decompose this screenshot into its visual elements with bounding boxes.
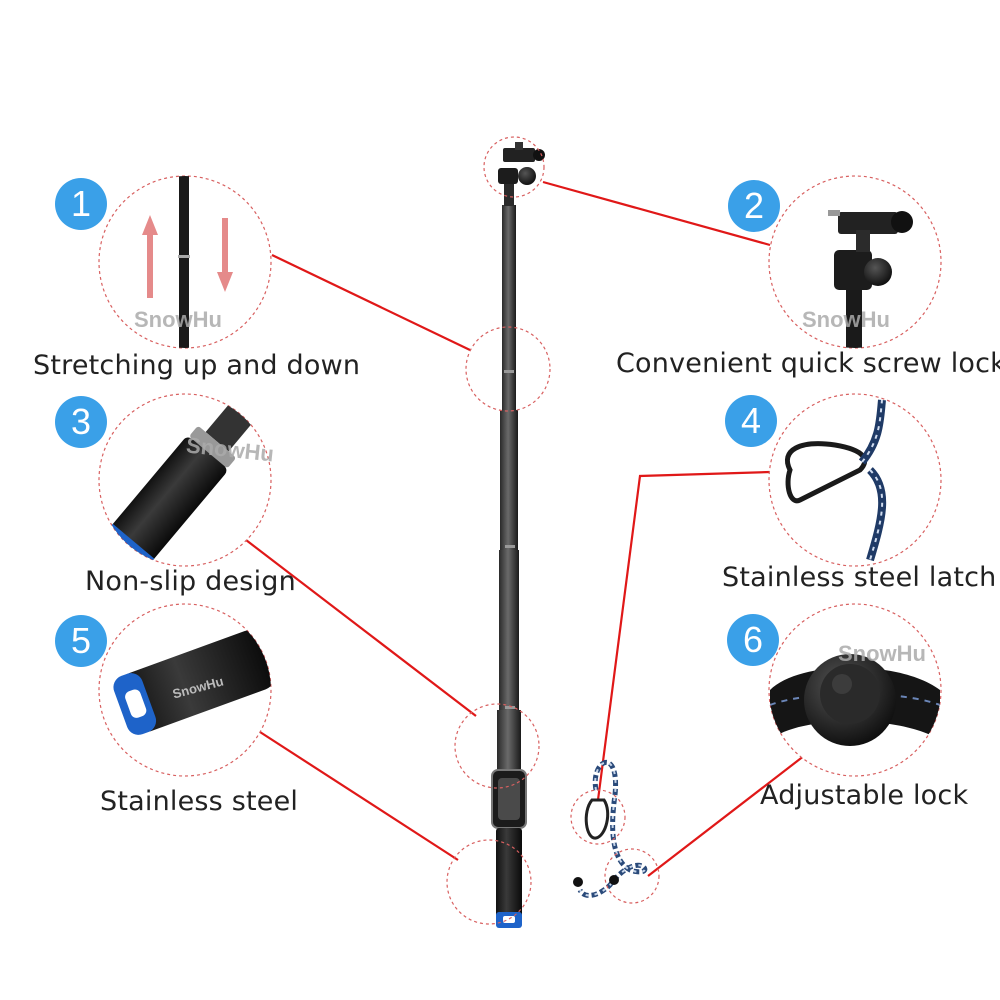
zoom-circle-5 (98, 603, 272, 777)
cord-lock-icon (769, 654, 941, 746)
zoom-circle-6 (768, 603, 942, 777)
callout-lines (245, 180, 823, 877)
feature-label-adjustable-lock: Adjustable lock (760, 780, 969, 811)
screw-mount-icon (828, 210, 913, 348)
zoom-circle-1 (98, 175, 272, 349)
end-cap-icon (113, 630, 271, 735)
feature-label-stainless-steel: Stainless steel (100, 786, 299, 817)
lanyard (573, 759, 648, 898)
zoom-circle-2 (768, 175, 942, 349)
feature-number-badge-4: 4 (725, 395, 777, 447)
feature-number-badge-1: 1 (55, 178, 107, 230)
zoom-circle-4 (768, 393, 942, 567)
highlight-circles (446, 136, 660, 925)
feature-label-stretching: Stretching up and down (33, 350, 361, 381)
feature-number-badge-6: 6 (727, 614, 779, 666)
watermark: SnowHu (802, 307, 890, 332)
feature-label-non-slip: Non-slip design (85, 566, 296, 597)
carabiner-icon (785, 399, 887, 562)
watermark: SnowHu (838, 641, 926, 666)
feature-number-badge-5: 5 (55, 615, 107, 667)
watermark: SnowHu (134, 307, 222, 332)
zoom-circle-3 (98, 393, 272, 567)
selfie-stick (491, 142, 545, 928)
feature-number-badge-2: 2 (728, 180, 780, 232)
up-down-arrows-icon (142, 215, 233, 298)
feature-label-latch: Stainless steel latch (722, 562, 997, 593)
feature-number-badge-3: 3 (55, 396, 107, 448)
feature-label-screw-lock: Convenient quick screw lock (616, 348, 1000, 379)
